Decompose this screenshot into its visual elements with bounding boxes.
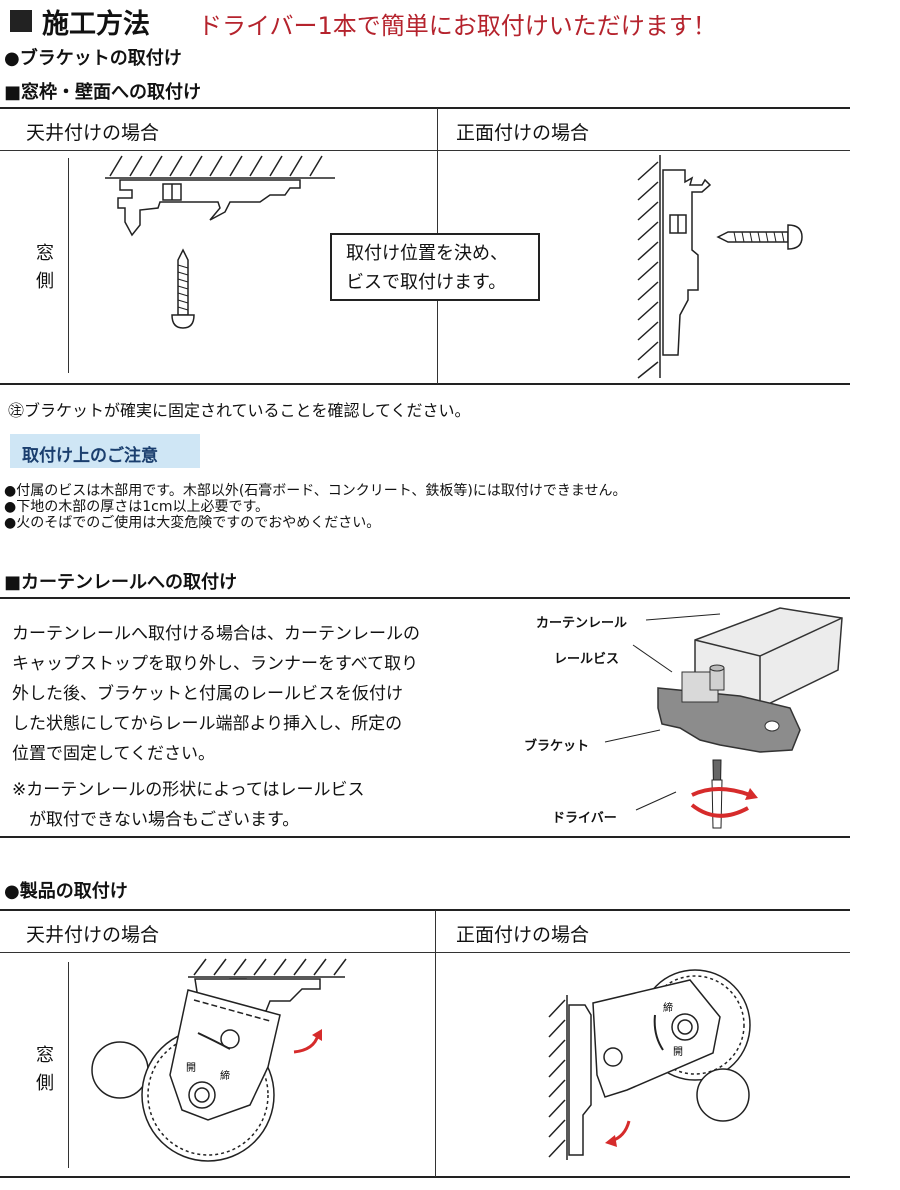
wood-screw-front-icon [716,224,803,250]
window-wall-subheading: ■窓枠・壁面への取付け [4,82,202,103]
product-col-front-header: 正面付けの場合 [456,924,590,946]
rail-top-rule [0,597,850,599]
page-subtitle: ドライバー1本で簡単にお取付けいただけます！ [198,12,717,40]
product-top-rule [0,909,850,911]
product-col-divider [435,910,436,1177]
dial-open-label: 開 [186,1062,196,1074]
rail-note: ※カーテンレールの形状によってはレールビス が取付できない場合もございます。 [12,780,365,830]
label-rail-screw: レールビス [554,652,620,667]
caution-item: ●下地の木部の厚さは1cm以上必要です。 [4,499,270,515]
product-front-illustration: 締 開 [548,969,751,1160]
front-bracket-illustration [637,155,803,379]
table-bottom-rule [0,383,850,385]
product-bottom-rule [0,1176,850,1178]
col-front-header: 正面付けの場合 [456,122,590,144]
rail-bracket-illustration [604,607,843,829]
title-square-icon [10,10,32,32]
rail-paragraph: カーテンレールへ取付ける場合は、カーテンレールの キャップストップを取り外し、ラ… [12,624,420,764]
product-col-ceiling-header: 天井付けの場合 [26,924,160,946]
install-callout: 取付け位置を決め、 ビスで取付けます。 [330,233,540,301]
caution-item: ●火のそばでのご使用は大変危険ですのでおやめください。 [4,515,381,531]
bracket-heading: ●ブラケットの取付け [4,48,182,69]
caution-tag: 取付け上のご注意 [10,434,200,468]
product-window-side-label: 窓 側 [36,1045,54,1094]
rail-heading: ■カーテンレールへの取付け [4,572,238,593]
bracket-gray-shape [657,671,801,753]
label-driver: ドライバー [552,811,617,826]
rail-screw-icon [709,664,725,691]
page-title: 施工方法 [42,9,150,40]
label-curtain-rail: カーテンレール [536,616,628,631]
front-dial-open-label: 開 [673,1046,683,1058]
product-window-divider [68,962,69,1168]
window-side-label: 窓 側 [36,243,54,292]
screwdriver-icon [690,759,758,829]
label-bracket: ブラケット [524,739,590,754]
table-top-rule [0,107,850,109]
ceiling-bracket-illustration [105,155,335,329]
product-heading: ●製品の取付け [4,881,128,902]
dial-close-label: 締 [220,1069,230,1082]
product-ceiling-illustration: 開 締 [91,958,347,1162]
front-dial-close-label: 締 [663,1001,673,1014]
col-ceiling-header: 天井付けの場合 [26,122,160,144]
wood-screw-icon [171,248,195,329]
rail-bottom-rule [0,836,850,838]
product-header-rule [0,952,850,953]
bracket-note: ㊟ブラケットが確実に固定されていることを確認してください。 [8,401,471,420]
table-header-rule [0,150,850,151]
window-side-divider [68,158,69,373]
caution-item: ●付属のビスは木部用です。木部以外(石膏ボード、コンクリート、鉄板等)には取付け… [4,483,627,499]
rotation-arrow-icon [293,1034,320,1054]
caution-list: ●付属のビスは木部用です。木部以外(石膏ボード、コンクリート、鉄板等)には取付け… [4,483,626,531]
